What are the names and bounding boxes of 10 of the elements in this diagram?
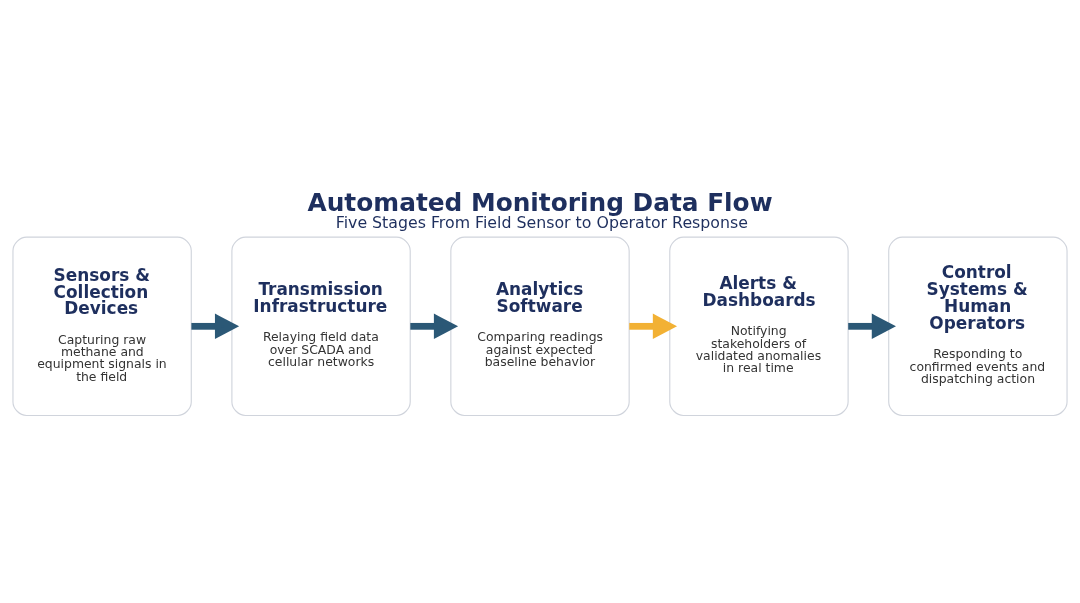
node-box: Transmission Infrastructure Relaying field data over SCADA and cellular networks (231, 236, 411, 417)
diagram-title: Automated Monitoring Data Flow (307, 187, 773, 217)
node-box: Sensors & Collection Devices Capturing raw methane and equipment signals in the field (12, 236, 192, 417)
arrow (629, 313, 678, 340)
arrow (191, 313, 240, 340)
node-box: Control Systems & Human Operators Responding to confirmed events and dispatching action (888, 236, 1068, 417)
node-box: Alerts & Dashboards Notifying stakeholders of validated anomalies in real time (669, 236, 849, 417)
arrow (410, 313, 459, 340)
node-box: Analytics Software Comparing readings against expected baseline behavior (450, 236, 630, 417)
arrow (848, 313, 896, 340)
